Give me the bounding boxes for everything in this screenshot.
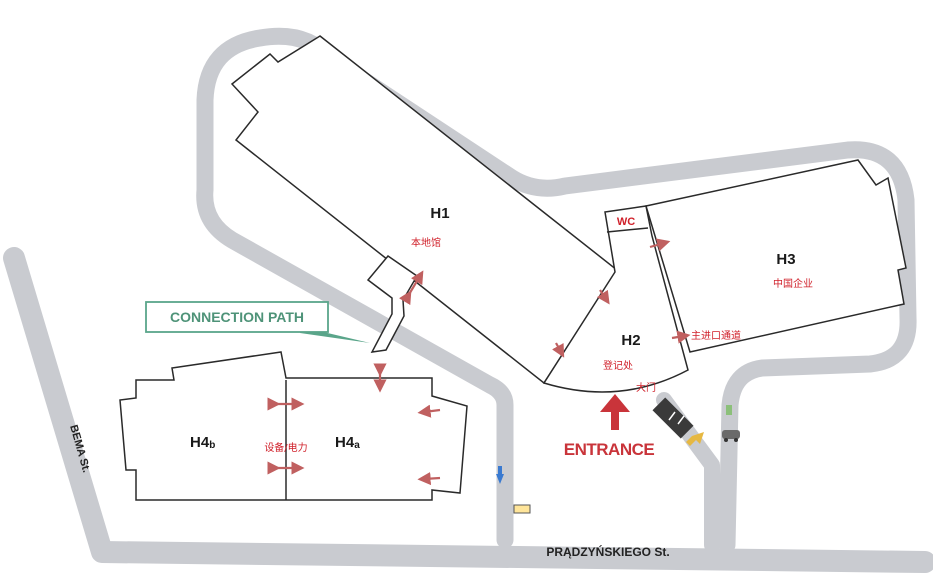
car-icon <box>722 430 740 439</box>
blue-down-arrow <box>496 474 504 484</box>
h4a-name: H4a <box>335 434 360 451</box>
main-gate-label: 大门 <box>636 381 656 394</box>
equipment-power-label: 设备/电力 <box>264 441 307 454</box>
connection-path-callout: CONNECTION PATH <box>145 301 370 343</box>
h1-label: 本地馆 <box>411 236 441 249</box>
h3-name: H3 <box>776 251 795 268</box>
connection-path-label: CONNECTION PATH <box>170 309 304 325</box>
hall-h2-outline <box>542 205 689 393</box>
wc-partition <box>606 227 649 233</box>
ring-road <box>196 27 917 554</box>
bema-street-road <box>3 247 933 573</box>
main-passage-label: 主进口通道 <box>691 329 741 342</box>
h2-name: H2 <box>621 332 640 349</box>
entrance-arrow <box>600 394 630 430</box>
arrow-h1-h2-bottom <box>552 342 565 358</box>
arrow-h2-h3 <box>649 238 671 252</box>
h2-label: 登记处 <box>603 359 633 372</box>
direction-arrows <box>267 238 691 486</box>
wc-label: WC <box>617 216 635 228</box>
gate-booth <box>513 504 531 514</box>
parking-gate-sign <box>652 397 694 439</box>
green-exit-sign <box>726 405 732 415</box>
arrow-h4-east-bottom <box>417 472 441 486</box>
hall-h3-outline <box>645 159 907 353</box>
yellow-turn-arrow <box>686 432 704 446</box>
hall-h3[interactable] <box>645 159 907 353</box>
entrance-label: ENTRANCE <box>564 440 655 459</box>
parking-signs <box>496 397 740 514</box>
hall-h4[interactable] <box>119 351 468 501</box>
h4b-name: H4b <box>190 434 215 451</box>
hall-h4-outline <box>119 351 468 501</box>
arrow-h4-east-top <box>417 404 441 418</box>
arrow-h2-passage <box>671 330 691 344</box>
h3-label: 中国企业 <box>773 277 813 290</box>
h1-name: H1 <box>430 205 449 222</box>
arrow-h1-h2-top <box>596 289 610 305</box>
hall-h2[interactable] <box>542 205 689 393</box>
arrow-h1-link <box>398 270 424 306</box>
pradzynskiego-street-label: PRĄDZYŃSKIEGO St. <box>546 544 669 559</box>
